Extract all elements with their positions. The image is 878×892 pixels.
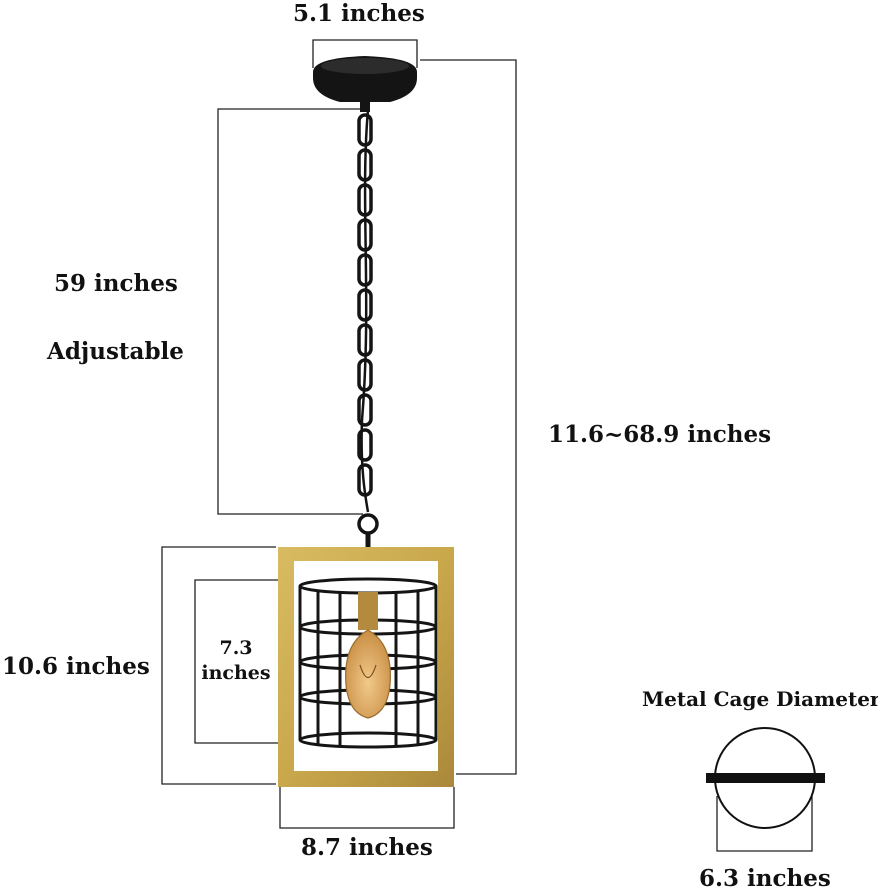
- overall-height-bracket: [420, 59, 517, 775]
- frame-height-bracket: [161, 546, 276, 785]
- cage-height-label: 7.3 inches: [199, 636, 273, 686]
- bulb: [345, 592, 391, 719]
- frame-width-bracket: [279, 787, 455, 829]
- cage-height-value: 7.3: [219, 637, 253, 659]
- chain-length-label: 59 inches: [54, 270, 178, 297]
- chain: [357, 109, 379, 582]
- cage-height-unit: inches: [201, 662, 271, 684]
- chain-adjustable-label: Adjustable: [47, 338, 184, 365]
- canopy-width-bracket: [312, 39, 418, 68]
- cage-height-bracket: [194, 579, 300, 744]
- cage-diameter-title: Metal Cage Diameter: [642, 687, 878, 711]
- dimension-lines: [161, 39, 813, 852]
- circle-diameter-icon: [706, 727, 825, 829]
- frame-width-label: 8.7 inches: [301, 834, 433, 861]
- metal-cage: [298, 577, 438, 749]
- diameter-bracket: [716, 796, 813, 852]
- chain-length-bracket: [217, 108, 363, 515]
- canopy: [313, 56, 417, 112]
- cage-diameter-label: 6.3 inches: [699, 865, 831, 892]
- canopy-width-label: 5.1 inches: [293, 0, 425, 27]
- overall-height-label: 11.6~68.9 inches: [548, 421, 772, 448]
- frame-height-label: 10.6 inches: [2, 653, 150, 680]
